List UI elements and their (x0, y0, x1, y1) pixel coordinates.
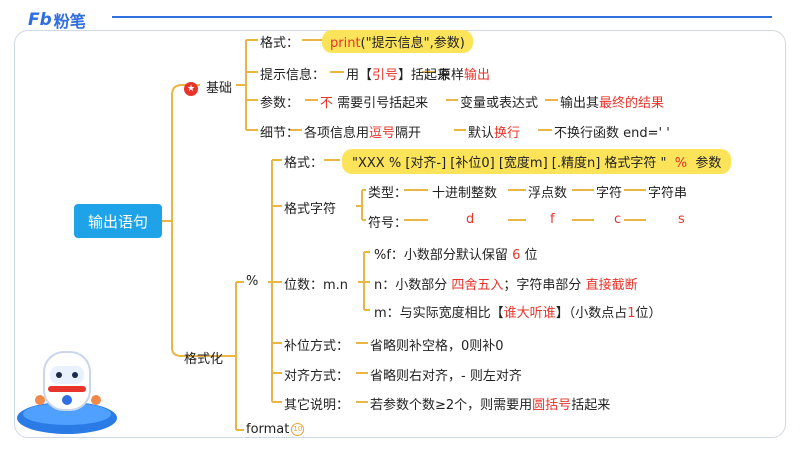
fmt-format-pct: % (674, 156, 688, 171)
basics-param-value: 不 需要引号括起来 (320, 92, 428, 111)
fmtchar-symbol-label: 符号： (368, 216, 408, 231)
align-label: 对齐方式： (284, 369, 350, 384)
align-value: 省略则右对齐，- 则左对齐 (370, 369, 522, 384)
type-char: 字符 (596, 186, 623, 201)
basics-prompt-label: 提示信息： (260, 68, 326, 83)
detail-text-c: 隔开 (395, 126, 422, 141)
basics-node: ★ 基础 (184, 77, 232, 96)
digits-f-a: %f：小数部分默认保留 (374, 248, 508, 263)
header-rule (112, 16, 772, 18)
basics-label: 基础 (206, 81, 233, 96)
type-int: 十进制整数 (432, 186, 498, 201)
param-text-no: 不 (320, 96, 334, 111)
prompt-text-d: 原样 (438, 68, 465, 83)
symbol-s: s (678, 212, 685, 227)
prompt-text-output: 输出 (464, 68, 491, 83)
other-c: 括起来 (571, 398, 611, 413)
basics-detail-label: 细节： (260, 126, 300, 141)
number-badge-icon: 10 (291, 423, 305, 436)
digits-label: 位数：m.n (284, 278, 349, 293)
pad-value: 省略则补空格，0则补0 (370, 339, 504, 354)
brand-mark: Fb (28, 10, 52, 30)
root-node: 输出语句 (74, 204, 162, 238)
print-args: ("提示信息",参数) (360, 36, 465, 51)
digits-f-c: 位 (524, 248, 538, 263)
digits-n-a: n：小数部分 (374, 278, 448, 293)
mascot-illustration (17, 351, 117, 434)
basics-param-label: 参数： (260, 96, 300, 111)
fmt-format-label: 格式： (284, 156, 324, 171)
digits-m: m：与实际宽度相比【谁大听谁】（小数点占1位） (374, 302, 662, 321)
basics-format-label: 格式： (260, 36, 300, 51)
symbol-d: d (466, 212, 475, 227)
digits-f: %f：小数部分默认保留 6 位 (374, 244, 538, 263)
brand-name: 粉笔 (53, 12, 86, 31)
digits-f-six: 6 (512, 248, 521, 263)
digits-n-truncate: 直接截断 (585, 278, 638, 293)
digits-n-round: 四舍五入 (451, 278, 504, 293)
basics-format-value: print("提示信息",参数) (322, 30, 473, 53)
detail-text-d: 默认 (468, 126, 495, 141)
digits-m-one: 1 (627, 306, 636, 321)
basics-param-expr: 变量或表达式 (460, 96, 539, 111)
digits-m-bigger: 谁大听谁 (503, 306, 556, 321)
prompt-text-quote: 引号 (372, 68, 399, 83)
param-text-b: 需要引号括起来 (337, 96, 429, 111)
fmtchar-type-label: 类型： (368, 186, 408, 201)
other-value: 若参数个数≥2个，则需要用圆括号括起来 (370, 394, 610, 413)
pad-label: 补位方式： (284, 339, 350, 354)
brand-logo: Fb 粉笔 (28, 8, 86, 32)
detail-text-comma: 逗号 (369, 126, 396, 141)
prompt-text-a: 用【 (346, 68, 373, 83)
percent-node: % (246, 274, 259, 289)
other-a: 若参数个数≥2个，则需要用 (370, 398, 533, 413)
basics-detail-newline: 默认换行 (468, 122, 520, 141)
param-text-final: 最终的结果 (599, 96, 665, 111)
basics-prompt-value: 用【引号】括起来 (346, 64, 450, 83)
basics-prompt-output: 原样输出 (438, 64, 490, 83)
fmtchar-label: 格式字符 (284, 202, 337, 217)
type-string: 字符串 (648, 186, 688, 201)
formatting-label: 格式化 (184, 352, 224, 367)
digits-m-e: 位） (635, 306, 662, 321)
detail-text-newline: 换行 (494, 126, 521, 141)
star-icon: ★ (184, 81, 198, 96)
format-word: format (246, 422, 290, 437)
digits-n-c: ；字符串部分 (503, 278, 582, 293)
digits-n: n：小数部分 四舍五入；字符串部分 直接截断 (374, 274, 638, 293)
other-parens: 圆括号 (532, 398, 572, 413)
type-float: 浮点数 (528, 186, 568, 201)
fmt-format-string: "XXX % [对齐-] [补位0] [宽度m] [.精度n] 格式字符 " (352, 156, 667, 171)
basics-detail-end: 不换行函数 end=' ' (554, 126, 670, 141)
symbol-c: c (614, 212, 622, 227)
param-text-d: 输出其 (560, 96, 600, 111)
detail-text-a: 各项信息用 (304, 126, 370, 141)
basics-param-result: 输出其最终的结果 (560, 92, 664, 111)
symbol-f: f (550, 212, 555, 227)
digits-m-a: m：与实际宽度相比【 (374, 306, 504, 321)
print-keyword: print (330, 36, 361, 51)
digits-m-c: 】（小数点占 (555, 306, 628, 321)
fmt-format-param: 参数 (695, 156, 722, 171)
basics-detail-comma: 各项信息用逗号隔开 (304, 122, 421, 141)
other-label: 其它说明： (284, 398, 350, 413)
fmt-format-value: "XXX % [对齐-] [补位0] [宽度m] [.精度n] 格式字符 " %… (342, 149, 732, 174)
prompt-text-c: 】括起来 (398, 68, 451, 83)
